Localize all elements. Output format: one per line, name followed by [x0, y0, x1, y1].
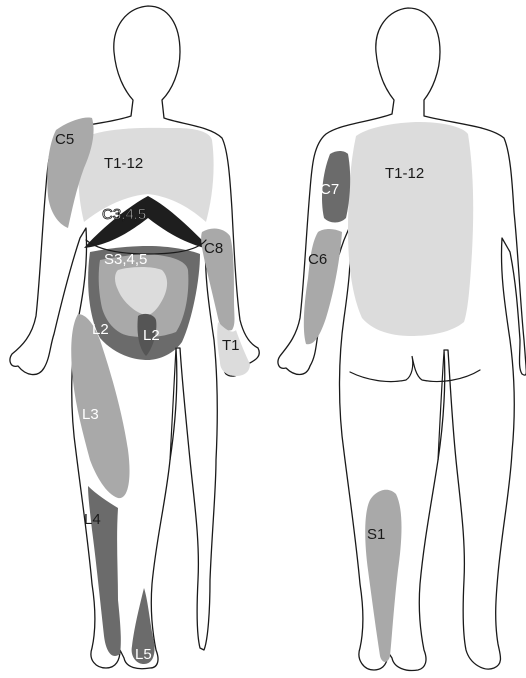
label-l4: L4 — [84, 511, 101, 528]
label-l3: L3 — [82, 406, 99, 423]
label-back-t1-12: T1-12 — [385, 165, 424, 182]
label-c345: C3,4,5 — [102, 206, 146, 223]
label-c7: C7 — [320, 181, 339, 198]
back-figure — [278, 8, 526, 671]
label-c6: C6 — [308, 251, 327, 268]
label-front-t1-12: T1-12 — [104, 155, 143, 172]
label-l2-right: L2 — [143, 327, 160, 344]
back-zone-t1-12 — [348, 122, 473, 336]
label-l2-left: L2 — [92, 321, 109, 338]
label-s345: S3,4,5 — [104, 251, 147, 268]
label-c8: C8 — [204, 240, 223, 257]
label-t1: T1 — [222, 337, 240, 354]
label-c5: C5 — [55, 131, 74, 148]
label-s1: S1 — [367, 526, 385, 543]
label-l5: L5 — [135, 646, 152, 663]
